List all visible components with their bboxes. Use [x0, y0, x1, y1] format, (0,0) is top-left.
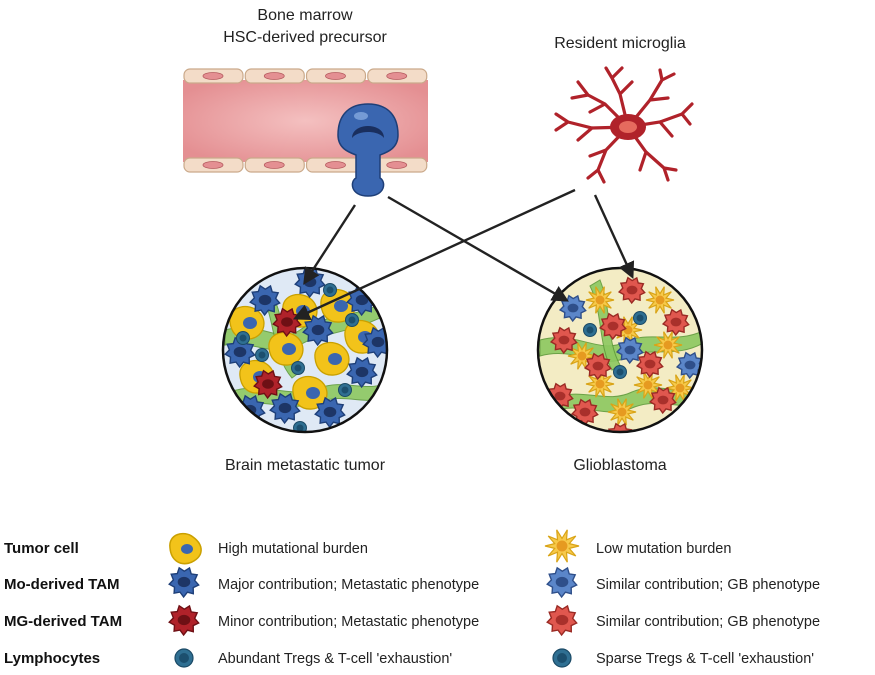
glioblastoma-label: Glioblastoma — [573, 457, 666, 474]
arrow-microglia-to-glioblastoma — [593, 194, 635, 280]
mo-derived-tam — [249, 284, 281, 317]
gb-tumor-cell — [607, 398, 637, 426]
mo-derived-tam — [224, 336, 256, 369]
legend-left-tumor-cell: High mutational burden — [218, 541, 368, 557]
lymphocyte-sparse-icon — [552, 648, 572, 668]
legend-head-tumor-cell: Tumor cell — [4, 540, 79, 557]
monocyte-precursor — [337, 103, 399, 197]
arrow-monocyte-to-glioblastoma — [387, 195, 569, 302]
mg-tam-gb-icon — [546, 604, 578, 637]
lymphocyte — [583, 323, 597, 337]
lymphocyte — [345, 313, 359, 327]
legend-right-tumor-cell: Low mutation burden — [596, 541, 731, 557]
endothelial-cell — [183, 157, 244, 173]
arrow-monocyte-to-metastasis — [303, 204, 357, 285]
endothelial-cell — [244, 68, 305, 84]
mo-tam-icon — [546, 566, 578, 599]
mg-derived-tam — [549, 326, 578, 355]
glioblastoma-tumor — [536, 266, 704, 434]
mg-tam-metastatic-icon — [168, 604, 200, 637]
mg-derived-tam — [253, 369, 283, 400]
mo-derived-tam — [302, 314, 334, 347]
mg-derived-tam — [598, 312, 627, 341]
hsc-precursor-label: HSC-derived precursor — [223, 29, 387, 46]
mo-tam-icon — [168, 566, 200, 599]
legend-head-mo-tam: Mo-derived TAM — [4, 576, 120, 593]
mo-derived-tam — [558, 294, 587, 323]
lymphocyte — [323, 283, 337, 297]
mo-derived-tam — [675, 351, 702, 380]
mo-derived-tam — [346, 356, 378, 389]
star-cell-icon — [544, 529, 580, 563]
endothelial-cell — [244, 157, 305, 173]
mo-derived-tam — [615, 336, 644, 365]
legend-right-mo-tam: Similar contribution; GB phenotype — [596, 577, 820, 593]
legend-right-mg-tam: Similar contribution; GB phenotype — [596, 614, 820, 630]
lymphocyte — [613, 365, 627, 379]
mg-derived-tam — [635, 350, 664, 379]
lymphocyte — [236, 331, 250, 345]
tumor-cell-low-mutation-icon — [544, 529, 580, 563]
mg-derived-tam — [661, 308, 690, 337]
mg-derived-tam — [570, 398, 599, 427]
mo-tam-metastatic-icon — [168, 566, 200, 599]
gb-tumor-cell — [567, 342, 597, 370]
gb-tumor-cell — [653, 331, 683, 359]
endothelial-cell — [183, 68, 244, 84]
gb-tumor-cell — [645, 286, 675, 314]
lineage-arrows — [292, 188, 635, 321]
metastatic-tumor-cell — [268, 331, 304, 366]
mg-tam-icon — [168, 604, 200, 637]
legend-right-lymphocytes: Sparse Tregs & T-cell 'exhaustion' — [596, 651, 814, 667]
mg-derived-tam — [648, 386, 677, 415]
metastatic-tumor-cell — [229, 305, 265, 340]
mg-derived-tam — [605, 422, 634, 432]
legend-left-mo-tam: Major contribution; Metastatic phenotype — [218, 577, 479, 593]
lymphocyte — [338, 383, 352, 397]
legend-left-mg-tam: Minor contribution; Metastatic phenotype — [218, 614, 479, 630]
mo-derived-tam — [314, 396, 346, 429]
endothelial-cell — [367, 68, 428, 84]
metastatic-tumor-cell — [314, 341, 350, 376]
arrow-microglia-to-metastasis — [292, 188, 576, 321]
microglia-nucleus — [619, 121, 637, 133]
gb-tumor-cell — [585, 286, 615, 314]
legend-head-lymphocytes: Lymphocytes — [4, 650, 100, 667]
legend: Tumor cell High mutational burden Low mu… — [4, 529, 820, 668]
gb-tumor-cell — [665, 374, 695, 402]
brain-metastatic-label: Brain metastatic tumor — [225, 457, 386, 474]
mg-derived-tam — [617, 276, 646, 305]
legend-head-mg-tam: MG-derived TAM — [4, 613, 122, 630]
legend-left-lymphocytes: Abundant Tregs & T-cell 'exhaustion' — [218, 651, 452, 667]
lymphocyte — [255, 348, 269, 362]
microglia-cell — [554, 66, 694, 184]
endothelial-cell — [305, 68, 367, 84]
lymphocyte — [291, 361, 305, 375]
lymphocyte — [633, 311, 647, 325]
tumor-cell-high-mutation-icon — [169, 532, 202, 565]
mg-tam-icon — [546, 604, 578, 637]
lymphocyte-abundant-icon — [174, 648, 194, 668]
microglia-label: Resident microglia — [554, 35, 686, 52]
bone-marrow-label: Bone marrow — [257, 7, 353, 24]
mo-tam-gb-icon — [546, 566, 578, 599]
brain-metastatic-tumor — [221, 266, 389, 434]
mg-derived-tam — [583, 352, 612, 381]
mo-derived-tam — [269, 392, 301, 425]
